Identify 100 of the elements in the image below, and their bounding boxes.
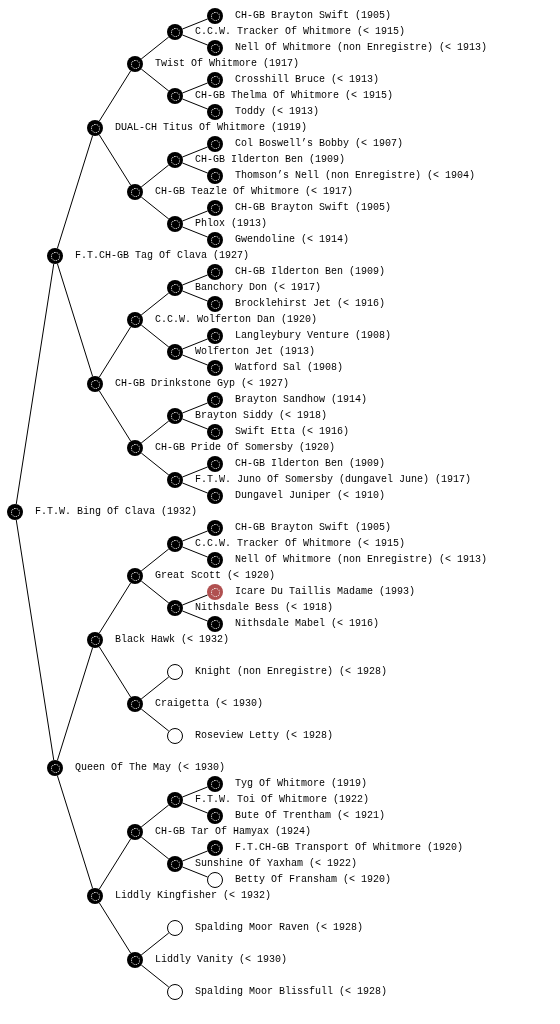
name-label: Crosshill Bruce (< 1913) [235, 74, 380, 86]
name-label: Nell Of Whitmore (non Enregistre) (< 1913) [235, 42, 488, 54]
name-label: F.T.W. Toi Of Whitmore (1922) [195, 794, 370, 806]
name-label: Spalding Moor Raven (< 1928) [195, 922, 364, 934]
connector-line [140, 708, 170, 732]
connector-line [181, 594, 209, 606]
connector-line [181, 338, 209, 350]
name-label: CH-GB Thelma Of Whitmore (< 1915) [195, 90, 394, 102]
name-label: Banchory Don (< 1917) [195, 282, 322, 294]
name-label: Knight (non Enregistre) (< 1928) [195, 666, 388, 678]
connector-line [181, 546, 209, 558]
name-label: Queen Of The May (< 1930) [75, 762, 226, 774]
name-label: Langleybury Venture (1908) [235, 330, 392, 342]
name-label: CH-GB Pride Of Somersby (1920) [155, 442, 336, 454]
connector-line [181, 226, 209, 238]
name-label: Col Boswell’s Bobby (< 1907) [235, 138, 404, 150]
name-label: CH-GB Teazle Of Whitmore (< 1917) [155, 186, 354, 198]
name-label: Betty Of Fransham (< 1920) [235, 874, 392, 886]
name-label: CH-GB Ilderton Ben (1909) [195, 154, 346, 166]
connector-line [140, 964, 170, 988]
name-label: Roseview Letty (< 1928) [195, 730, 334, 742]
name-label: CH-GB Tar Of Hamyax (1924) [155, 826, 312, 838]
connector-line [140, 292, 170, 316]
name-label: F.T.W. Juno Of Somersby (dungavel June) (1917) [195, 474, 472, 486]
name-label: Liddly Kingfisher (< 1932) [115, 890, 272, 902]
connector-line [181, 18, 209, 30]
name-label: F.T.W. Bing Of Clava (1932) [35, 506, 198, 518]
connector-line [181, 802, 209, 814]
name-label: C.C.W. Wolferton Dan (1920) [155, 314, 318, 326]
connector-line [98, 134, 132, 186]
name-label: Spalding Moor Blissfull (< 1928) [195, 986, 388, 998]
name-label: Liddly Vanity (< 1930) [155, 954, 288, 966]
name-label: C.C.W. Tracker Of Whitmore (< 1915) [195, 26, 406, 38]
name-label: Craigetta (< 1930) [155, 698, 264, 710]
name-label: Bute Of Trentham (< 1921) [235, 810, 386, 822]
connector-line [140, 804, 170, 828]
connector-line [140, 548, 170, 572]
connector-line [56, 135, 94, 249]
connector-line [98, 902, 132, 954]
name-label: CH-GB Brayton Swift (1905) [235, 202, 392, 214]
connector-line [140, 836, 170, 860]
connector-line [181, 274, 209, 286]
name-label: CH-GB Brayton Swift (1905) [235, 10, 392, 22]
name-label: C.C.W. Tracker Of Whitmore (< 1915) [195, 538, 406, 550]
connector-line [181, 162, 209, 174]
connector-line [56, 263, 94, 377]
connector-line [140, 68, 170, 92]
name-label: Nithsdale Mabel (< 1916) [235, 618, 380, 630]
name-label: Brocklehirst Jet (< 1916) [235, 298, 386, 310]
name-label: Sunshine Of Yaxham (< 1922) [195, 858, 358, 870]
connector-line [181, 466, 209, 478]
connector-line [140, 580, 170, 604]
name-label: Tyg Of Whitmore (1919) [235, 778, 368, 790]
connector-line [15, 263, 55, 505]
name-label: Thomson’s Nell (non Enregistre) (< 1904) [235, 170, 476, 182]
connector-line [98, 390, 132, 442]
connector-line [140, 36, 170, 60]
connector-line [181, 530, 209, 542]
connector-line [98, 582, 132, 634]
connector-line [98, 70, 132, 122]
name-label: Dungavel Juniper (< 1910) [235, 490, 386, 502]
connector-line [140, 932, 170, 956]
name-label: F.T.CH-GB Tag Of Clava (1927) [75, 250, 250, 262]
connector-line [181, 146, 209, 158]
connector-line [98, 326, 132, 378]
connector-line [56, 647, 94, 761]
name-label: Brayton Siddy (< 1918) [195, 410, 328, 422]
name-label: Black Hawk (< 1932) [115, 634, 230, 646]
connector-line [181, 34, 209, 46]
name-label: Twist Of Whitmore (1917) [155, 58, 300, 70]
name-label: Wolferton Jet (1913) [195, 346, 316, 358]
connector-line [181, 82, 209, 94]
connector-line [181, 98, 209, 110]
connector-line [98, 646, 132, 698]
connector-line [181, 866, 209, 878]
connector-line [15, 519, 55, 761]
connector-line [140, 164, 170, 188]
connector-line [140, 452, 170, 476]
name-label: CH-GB Drinkstone Gyp (< 1927) [115, 378, 290, 390]
name-label: Brayton Sandhow (1914) [235, 394, 368, 406]
connector-line [181, 354, 209, 366]
name-label: Toddy (< 1913) [235, 106, 319, 118]
connector-line [181, 402, 209, 414]
name-label: Nell Of Whitmore (non Enregistre) (< 1913) [235, 554, 488, 566]
name-label: Watford Sal (1908) [235, 362, 344, 374]
connector-line [181, 786, 209, 798]
connector-line [56, 775, 94, 889]
name-label: Phlox (1913) [195, 218, 267, 230]
name-label: CH-GB Ilderton Ben (1909) [235, 266, 386, 278]
name-label: Icare Du Taillis Madame (1993) [235, 586, 416, 598]
connector-line [140, 420, 170, 444]
connector-line [181, 290, 209, 302]
connector-line [181, 850, 209, 862]
name-label: F.T.CH-GB Transport Of Whitmore (1920) [235, 842, 464, 854]
name-label: CH-GB Ilderton Ben (1909) [235, 458, 386, 470]
connector-line [140, 324, 170, 348]
connector-line [140, 196, 170, 220]
name-label: Great Scott (< 1920) [155, 570, 276, 582]
name-label: Gwendoline (< 1914) [235, 234, 350, 246]
name-label: Swift Etta (< 1916) [235, 426, 350, 438]
